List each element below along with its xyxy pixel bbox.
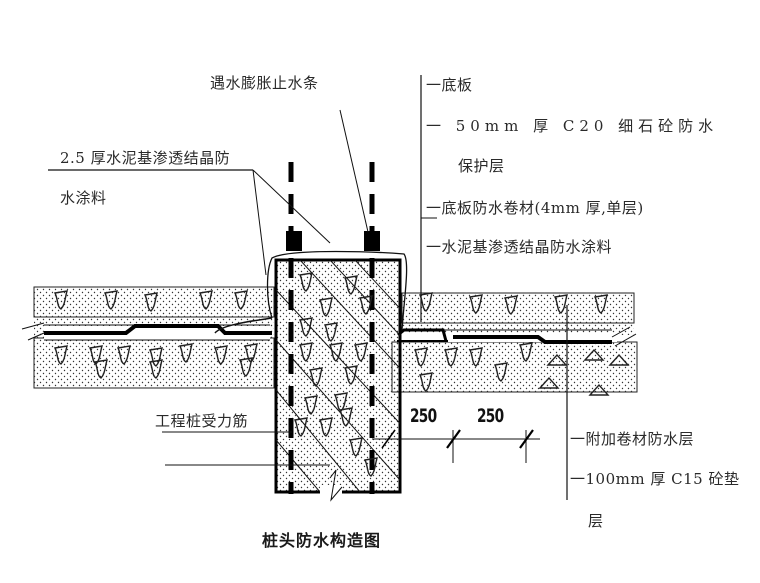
label-coating-right: 一水泥基渗透结晶防水涂料 (426, 238, 613, 256)
aggregate-stone (418, 372, 433, 392)
aggregate-triangle (546, 353, 568, 366)
aggregate-stone (443, 347, 458, 367)
aggregate-stone (233, 290, 248, 310)
water-stop-left (286, 231, 302, 251)
label-cushion-1: 一100mm 厚 C15 砼垫 (570, 470, 740, 488)
aggregate-stone (318, 297, 333, 317)
aggregate-stone (418, 292, 433, 312)
left-protect-layer (33, 286, 275, 318)
aggregate-stone (343, 365, 358, 385)
label-base-slab: 一底板 (426, 76, 473, 94)
aggregate-triangle (588, 383, 610, 396)
aggregate-stone (148, 359, 163, 379)
aggregate-stone (143, 292, 158, 312)
aggregate-stone (93, 359, 108, 379)
aggregate-stone (303, 395, 318, 415)
aggregate-stone (178, 343, 193, 363)
aggregate-triangle (583, 348, 605, 361)
aggregate-stone (293, 417, 308, 437)
right-protect-layer (401, 292, 635, 324)
aggregate-stone (343, 275, 358, 295)
label-protect-1: 一 50mm 厚 C20 细石砼防水 (426, 117, 719, 135)
aggregate-stone (468, 347, 483, 367)
aggregate-stone (348, 437, 363, 457)
aggregate-stone (338, 407, 353, 427)
aggregate-stone (298, 342, 313, 362)
aggregate-stone (593, 294, 608, 314)
aggregate-stone (116, 345, 131, 365)
label-water-stop: 遇水膨胀止水条 (210, 74, 319, 92)
label-coating-left-1: 2.5 厚水泥基渗透结晶防 (60, 149, 231, 167)
aggregate-stone (413, 347, 428, 367)
aggregate-stone (468, 294, 483, 314)
aggregate-stone (353, 342, 368, 362)
aggregate-stone (318, 417, 333, 437)
aggregate-stone (358, 295, 373, 315)
aggregate-stone (103, 290, 118, 310)
aggregate-stone (53, 345, 68, 365)
aggregate-stone (298, 317, 313, 337)
aggregate-stone (493, 362, 508, 382)
aggregate-stone (213, 345, 228, 365)
aggregate-stone (553, 294, 568, 314)
aggregate-stone (363, 457, 378, 477)
label-protect-2: 保护层 (458, 157, 505, 175)
left-membrane (44, 324, 272, 335)
label-pile-rebar: 工程桩受力筋 (155, 412, 249, 430)
right-membrane-band (402, 323, 634, 335)
label-additional-membrane: 一附加卷材防水层 (570, 430, 695, 448)
aggregate-stone (198, 290, 213, 310)
aggregate-stone (238, 357, 253, 377)
aggregate-stone (148, 347, 163, 367)
left-additional-membrane (214, 317, 273, 334)
aggregate-stone (53, 290, 68, 310)
aggregate-stone (328, 342, 343, 362)
aggregate-stone (503, 295, 518, 315)
pile-body (274, 258, 402, 494)
drawing-title: 桩头防水构造图 (262, 531, 382, 550)
dimension-250-b: 250 (477, 405, 504, 427)
aggregate-triangle (608, 353, 630, 366)
label-membrane: 一底板防水卷材(4mm 厚,单层) (426, 199, 644, 217)
label-cushion-2: 层 (588, 512, 604, 530)
pile-head-coating (266, 250, 408, 331)
dimension-250-a: 250 (410, 405, 437, 427)
aggregate-stone (323, 322, 338, 342)
water-stop-right (364, 231, 380, 251)
aggregate-stone (308, 367, 323, 387)
right-membrane (453, 335, 612, 344)
aggregate-stone (518, 342, 533, 362)
aggregate-triangle (538, 376, 560, 389)
aggregate-stone (298, 272, 313, 292)
label-coating-left-2: 水涂料 (60, 189, 107, 207)
